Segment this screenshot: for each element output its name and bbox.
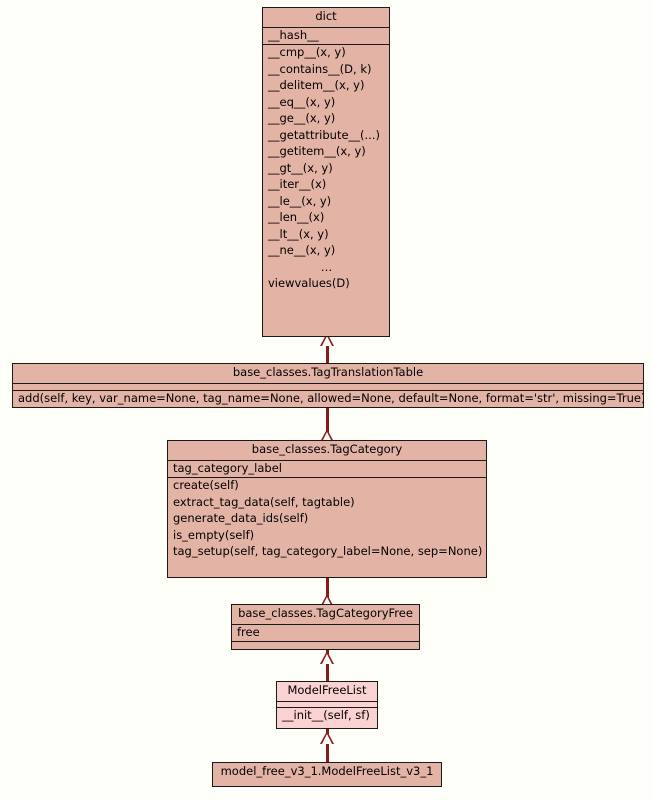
method-item: __cmp__(x, y) [268,45,346,59]
edge-modelfreelist-to-tagcategoryfree [326,650,329,682]
method-item: __gt__(x, y) [268,160,333,175]
attributes-compartment: free [232,623,419,642]
method-item: __contains__(D, k) [268,61,372,76]
method-item: __len__(x) [268,210,325,224]
class-name-modelfreelistv31: model_free_v3_1.ModelFreeList_v3_1 [220,764,434,778]
arrowhead-inner [322,597,332,607]
method-item: __ge__(x, y) [268,111,336,125]
method-item: extract_tag_data(self, tagtable) [173,494,355,509]
methods-compartment: create(self) extract_tag_data(self, tagt… [168,477,486,561]
class-box-modelfreelist[interactable]: ModelFreeList __init__(self, sf) [276,681,378,729]
method-item: __getattribute__(...) [268,127,380,142]
attributes-compartment: tag_category_label [168,459,486,478]
class-box-dict[interactable]: dict __hash__ __cmp__(x, y) __contains__… [262,7,390,337]
method-item: __init__(self, sf) [282,707,370,722]
class-name-compartment: model_free_v3_1.ModelFreeList_v3_1 [213,763,441,782]
method-item: __ne__(x, y) [268,243,336,257]
method-item: create(self) [173,478,239,492]
method-item: viewvalues(D) [268,276,350,290]
methods-compartment: add(self, key, var_name=None, tag_name=N… [13,389,643,408]
attribute-item: free [237,624,260,639]
class-name-compartment: base_classes.TagTranslationTable [13,364,643,383]
class-name-tagcategoryfree: base_classes.TagCategoryFree [238,606,413,620]
class-name-compartment: base_classes.TagCategoryFree [232,605,419,624]
edge-modelfreelistv31-to-modelfreelist [326,729,329,763]
attributes-compartment [277,700,377,707]
attribute-item: __hash__ [268,27,319,42]
method-item: tag_setup(self, tag_category_label=None,… [173,544,483,558]
methods-compartment [232,641,419,648]
method-item: add(self, key, var_name=None, tag_name=N… [18,390,643,405]
method-item: __delitem__(x, y) [268,78,365,92]
class-name-modelfreelist: ModelFreeList [287,683,367,697]
class-name-tagtranslationtable: base_classes.TagTranslationTable [232,365,424,379]
edge-tagtranslationtable-to-dict [326,345,329,365]
class-name-dict: dict [315,9,337,23]
method-item: __getitem__(x, y) [268,144,366,158]
class-box-tagtranslationtable[interactable]: base_classes.TagTranslationTable add(sel… [12,363,644,408]
class-name-tagcategory: base_classes.TagCategory [251,442,403,456]
edge-tagcategory-to-tagtranslationtable [326,408,329,442]
attributes-compartment [13,382,643,390]
class-name-compartment: dict [263,8,389,27]
arrowhead-inner [322,336,332,346]
method-item-ellipsis: … [320,259,333,274]
attributes-compartment: __hash__ [263,26,389,45]
methods-compartment: __init__(self, sf) [277,706,377,725]
method-item: __eq__(x, y) [268,94,336,109]
method-item: __lt__(x, y) [268,226,329,241]
arrowhead-inner [322,654,332,664]
methods-compartment: __cmp__(x, y) __contains__(D, k) __delit… [263,44,389,293]
edge-tagcategoryfree-to-tagcategory [326,578,329,606]
arrowhead-inner [322,734,332,744]
class-box-modelfreelistv31[interactable]: model_free_v3_1.ModelFreeList_v3_1 [212,762,442,787]
class-name-compartment: base_classes.TagCategory [168,441,486,460]
class-box-tagcategoryfree[interactable]: base_classes.TagCategoryFree free [231,604,420,650]
method-item: generate_data_ids(self) [173,511,309,525]
method-item: __le__(x, y) [268,193,332,208]
method-item: is_empty(self) [173,527,255,542]
class-name-compartment: ModelFreeList [277,682,377,701]
method-item: __iter__(x) [268,177,327,191]
attribute-item: tag_category_label [173,460,282,475]
class-box-tagcategory[interactable]: base_classes.TagCategory tag_category_la… [167,440,487,578]
arrowhead-inner [322,432,332,442]
